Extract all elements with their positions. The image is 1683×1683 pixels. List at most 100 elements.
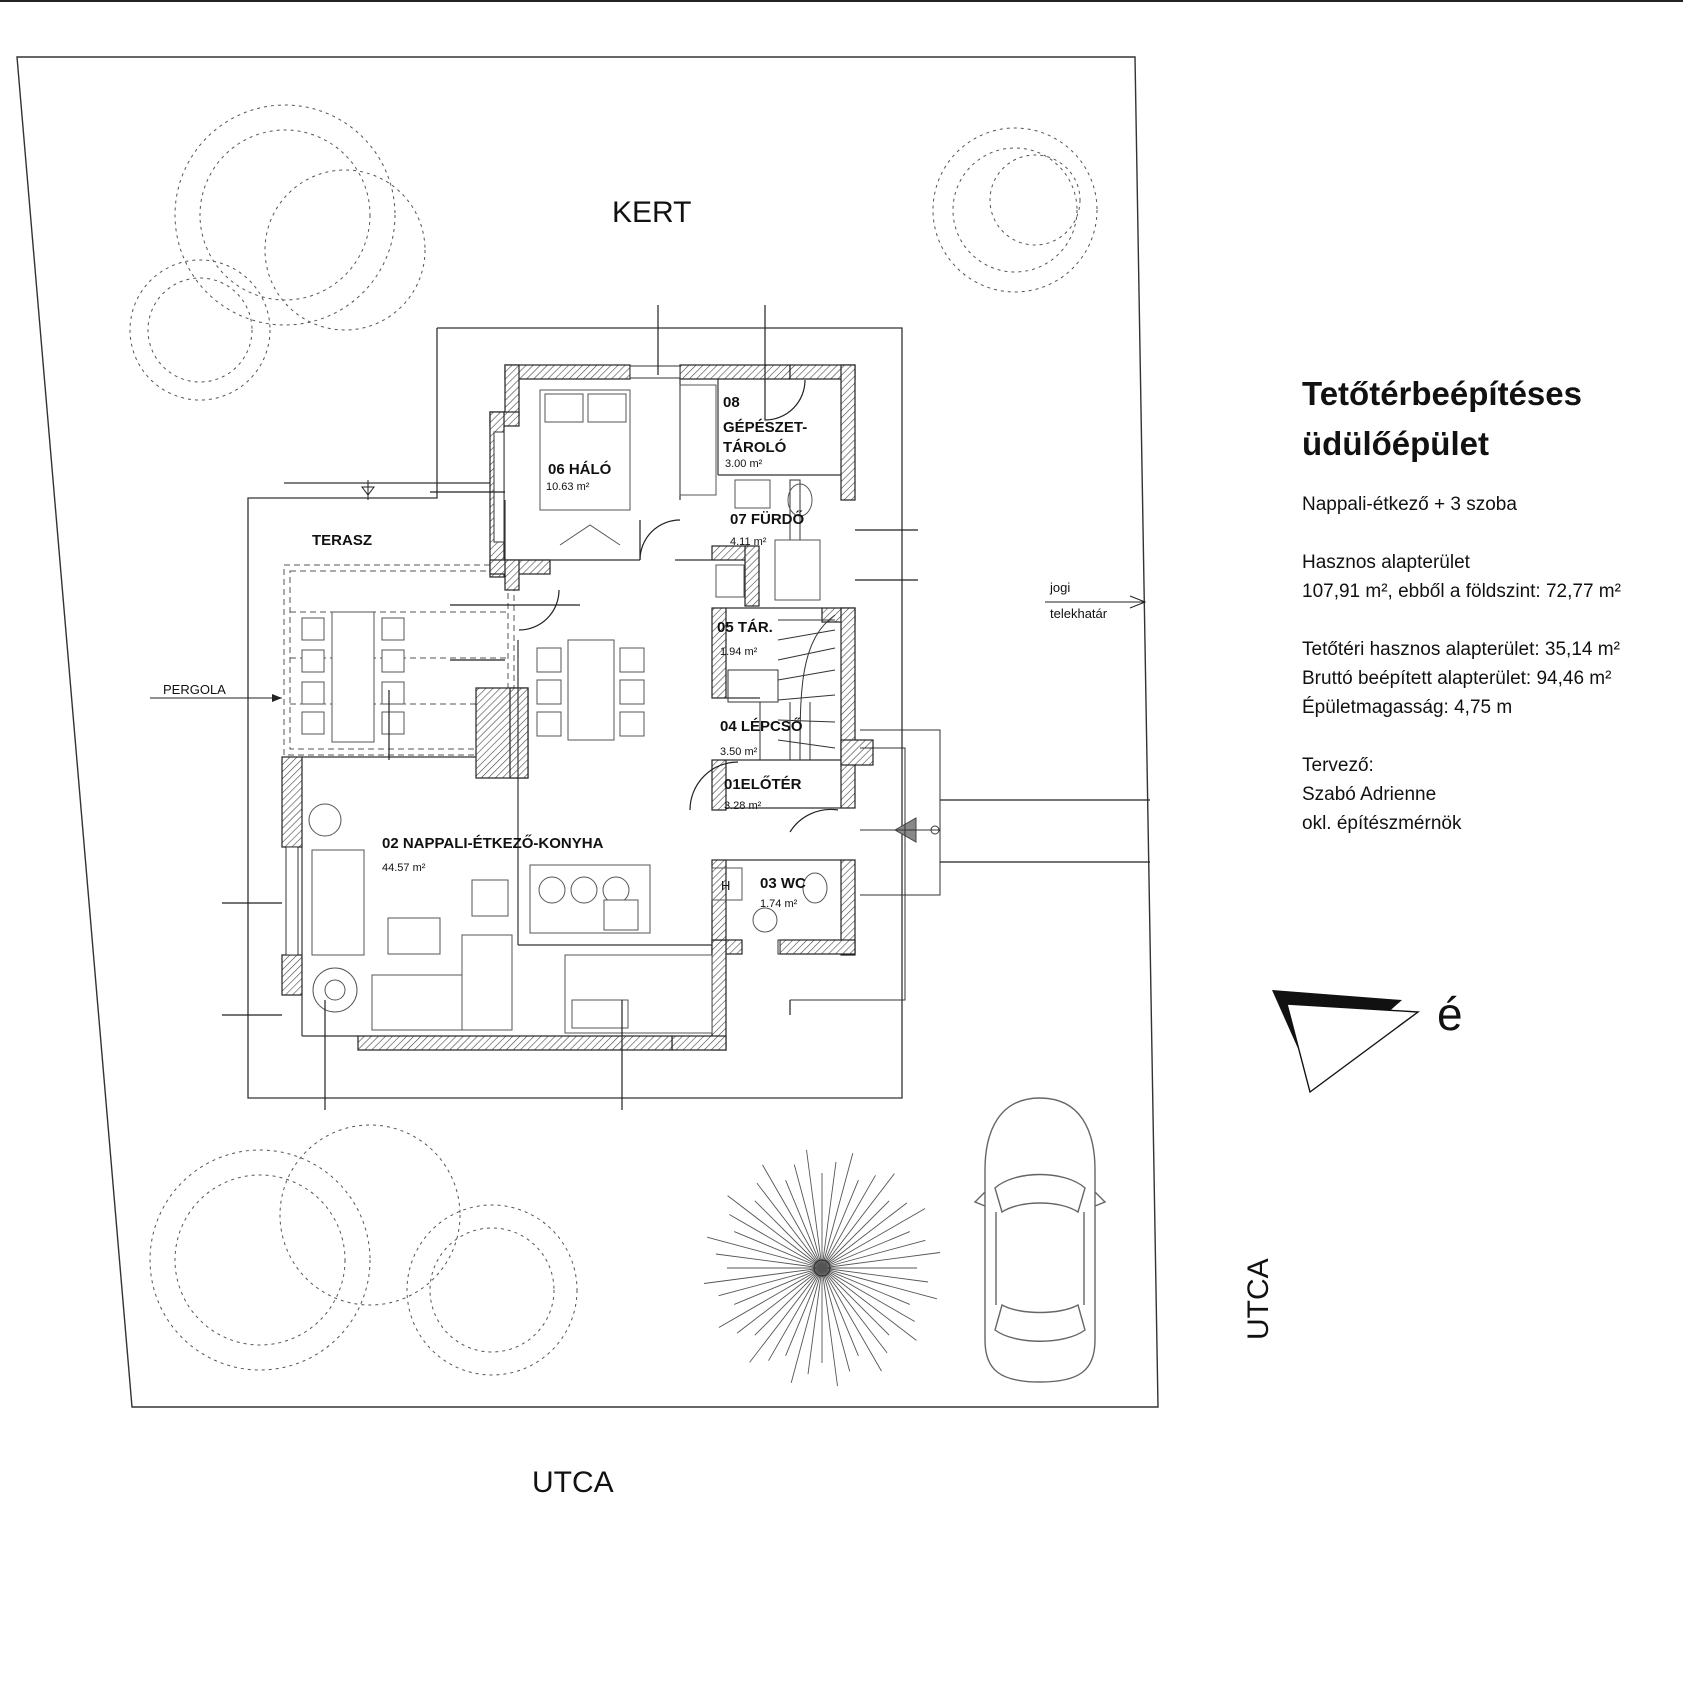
chair [536,679,562,705]
gross-area: Bruttó beépített alapterület: 94,46 m² [1302,668,1611,689]
tree-spoke [790,1267,823,1384]
tree-symbol [174,1174,346,1346]
wc-basin [752,907,778,933]
kitchen-furniture [529,864,713,1034]
tree-symbol [932,127,1098,293]
bathroom-fixtures [715,479,821,601]
chair [536,647,562,673]
pergola-label: PERGOLA [163,682,226,697]
tree-spoke [718,1267,823,1297]
chair [381,649,405,673]
room-area-storage: 1.94 m² [720,646,758,658]
tree-spoke [821,1200,890,1269]
stool [538,876,566,904]
room-name-hall: 01ELŐTÉR [724,775,802,793]
room-name-storage: 05 TÁR. [717,619,773,636]
stair-treads [759,619,836,760]
project-subtitle: Nappali-étkező + 3 szoba [1302,494,1517,515]
garden-label: KERT [612,196,691,229]
living-furniture [311,849,513,1031]
tree-top-right-group [932,127,1098,293]
room-name-utility-line2: GÉPÉSZET- [723,419,807,436]
room-area-wc: 1.74 m² [760,898,798,910]
tree-spoke [785,1267,823,1356]
tree-symbol [149,1149,371,1371]
door-arc [689,761,739,811]
chair [619,711,645,737]
chair [381,711,405,735]
room-name-stair: 04 LÉPCSŐ [720,717,803,735]
tree-spoke [821,1267,915,1322]
wardrobe [679,384,717,496]
pergola-outline-inner [289,570,509,750]
armchair [311,849,365,956]
wall [711,759,727,811]
tree-symbol [147,277,253,383]
wc-toilet [802,872,828,904]
boundary-label-line2: telekhatár [1050,606,1108,621]
tree-spoke [793,1164,823,1269]
designer-label: Tervező: [1302,755,1374,776]
project-info: Tetőtérbeépítéses üdülőépület Nappali-ét… [1302,375,1621,834]
window [493,431,505,543]
bedroom-furniture [539,384,717,546]
interior-lines [301,379,841,1037]
wall [711,939,727,1051]
building-outer-outline [247,327,903,1099]
tree-trunk [813,1259,831,1277]
tree-spoke [821,1152,854,1269]
wall [504,364,631,380]
plant [312,967,358,1013]
plant [324,979,346,1001]
tree-symbol [952,147,1078,273]
room-area-utility: 3.00 m² [725,458,763,470]
kitchen-sink [571,999,629,1029]
door-arc [764,379,806,421]
north-arrow [1272,990,1420,1094]
window [777,939,781,955]
tree-spoke [727,1195,823,1269]
room-name-utility-line3: TÁROLÓ [723,438,787,456]
tree-spoke [754,1267,823,1336]
tree-symbol [174,104,396,326]
tree-spoke [821,1267,938,1300]
terrace-table [331,611,375,743]
bed-pillow [587,393,627,423]
wall [779,939,856,955]
tree-spoke [821,1180,859,1269]
storage-box [715,564,745,598]
room-name-living: 02 NAPPALI-ÉTKEZŐ-KONYHA [382,834,604,852]
useful-area-label: Hasznos alapterület [1302,552,1471,573]
wall [679,364,791,380]
tree-bottom-left-group [149,1124,578,1376]
wall [281,756,303,848]
wall [357,1035,673,1051]
washbasin [734,479,771,509]
room-name-wc: 03 WC [760,875,806,892]
tree-spoke [821,1267,838,1387]
tree-spoke [821,1267,910,1305]
terrace-label: TERASZ [312,532,372,549]
wall [840,607,856,809]
window [285,846,299,956]
chair [381,617,405,641]
wall [489,559,551,575]
wall [504,559,520,591]
car-windshield [994,1173,1086,1214]
street-label-right: UTCA [1242,1258,1275,1340]
tree-spoke [821,1267,888,1354]
room-labels: 06 HÁLÓ 10.63 m² 08 GÉPÉSZET- TÁROLÓ 3.0… [382,394,807,910]
tree-symbol [989,154,1081,246]
tree-spoke [821,1267,859,1356]
tree-spoke [821,1267,929,1283]
room-name-utility-number: 08 [723,394,740,411]
car-symbol [973,1097,1107,1383]
room-area-living: 44.57 m² [382,862,426,874]
plants [308,803,358,1013]
roof-outline [247,327,903,1099]
tree-spoke [821,1202,908,1269]
cooktop [603,899,639,931]
door-swings [518,379,839,833]
wall [744,545,760,607]
chair [301,711,325,735]
